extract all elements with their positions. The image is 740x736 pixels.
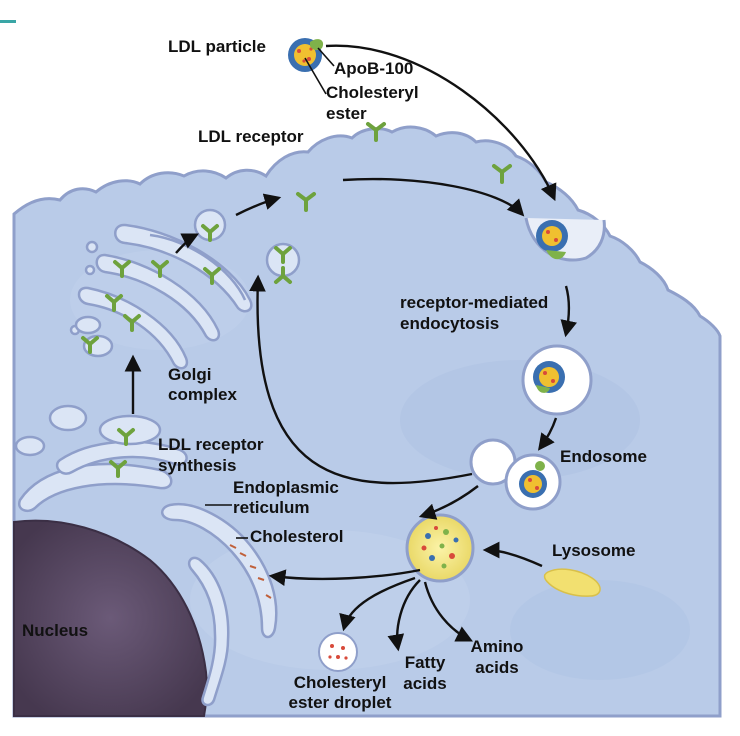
golgi-complex — [69, 223, 253, 370]
ldl-leader-lines — [304, 47, 335, 95]
label-rme-1: receptor-mediated — [400, 293, 549, 312]
lysosome-icon — [543, 568, 601, 597]
label-droplet-1: Cholesteryl — [293, 673, 387, 692]
label-ldl-receptor: LDL receptor — [198, 127, 304, 146]
label-er-1: Endoplasmic — [233, 478, 339, 497]
label-fatty-2: acids — [403, 674, 447, 693]
endocytic-vesicle — [521, 344, 593, 416]
label-amino-1: Amino — [470, 637, 524, 656]
label-leaders — [205, 504, 248, 539]
cholesteryl-ester-droplet — [318, 632, 358, 672]
label-droplet-2: ester droplet — [288, 693, 392, 712]
corner-mark — [0, 20, 16, 23]
label-ldlr-synthesis-1: LDL receptor — [158, 435, 264, 454]
label-cholesteryl-ester-2: ester — [326, 104, 367, 123]
pathway-arrows — [124, 44, 577, 652]
endoplasmic-reticulum — [17, 440, 278, 707]
label-amino-2: acids — [475, 658, 519, 677]
label-nucleus: Nucleus — [22, 621, 89, 640]
label-rme-2: endocytosis — [400, 314, 500, 333]
ldl-particle-icon — [288, 38, 324, 72]
lysosome-digesting — [405, 513, 475, 583]
label-ldlr-synthesis-2: synthesis — [158, 456, 237, 475]
coated-pit — [524, 217, 606, 262]
label-apob: ApoB-100 — [334, 59, 414, 78]
label-ldl-particle: LDL particle — [168, 37, 266, 56]
label-golgi-1: Golgi — [168, 365, 212, 384]
label-endosome: Endosome — [560, 447, 647, 466]
cholesterol-molecules — [229, 544, 272, 599]
endosome — [469, 438, 562, 511]
label-er-2: reticulum — [233, 498, 310, 517]
label-golgi-2: complex — [168, 385, 237, 404]
label-fatty-1: Fatty — [404, 653, 446, 672]
label-lysosome: Lysosome — [552, 541, 636, 560]
label-cholesteryl-ester-1: Cholesteryl — [326, 83, 419, 102]
label-cholesterol: Cholesterol — [250, 527, 344, 546]
